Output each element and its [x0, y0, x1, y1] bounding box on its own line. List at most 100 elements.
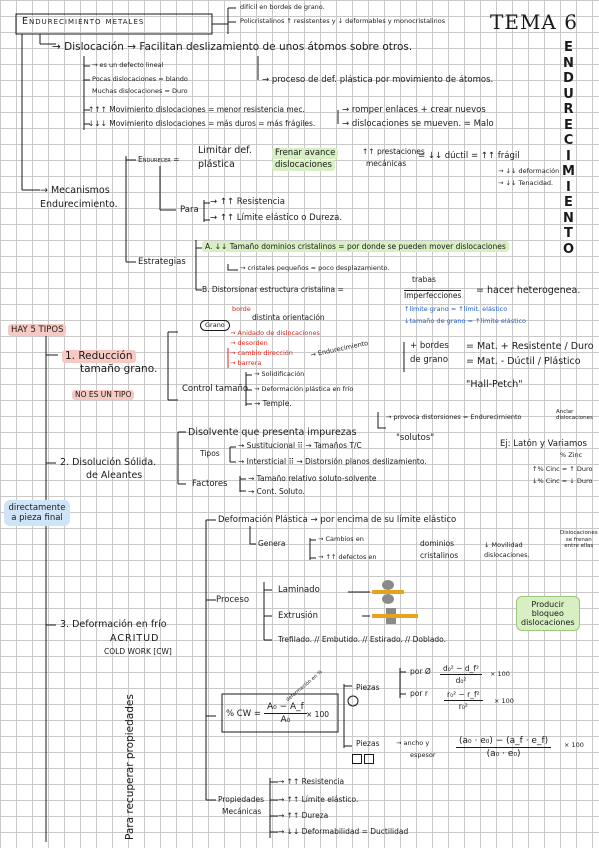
disloc-right-1: → romper enlaces + crear nuevos	[342, 105, 486, 115]
vertical-title-letter: I	[566, 179, 571, 195]
disloc-arrow	[39, 34, 56, 45]
disl-frenan-3: entre ellas	[564, 543, 594, 549]
estrategia-b: B. Distorsionar estructura cristalina =	[202, 285, 344, 294]
dislocacion-head: → Dislocación → Facilitan deslizamiento …	[52, 41, 413, 53]
vertical-title-letter: T	[564, 226, 573, 241]
para-lim: → ↑↑ Límite elástico o Dureza.	[210, 213, 343, 223]
tipo2-label-1: 2. Disolución Sólida.	[60, 457, 157, 468]
para-sub	[203, 200, 210, 222]
estrategias-a-sub	[227, 264, 238, 271]
top-note-1: difícil en bordes de grano.	[240, 3, 325, 11]
estrategias-label: Estrategias	[138, 257, 186, 267]
zinc-up: ↑% Cinc = ↑ Duro	[532, 465, 593, 473]
circle-shape	[347, 695, 359, 707]
estrategia-a-text: A. ↓↓ Tamaño dominios cristalinos = por …	[202, 241, 509, 252]
tipo2-bracket	[177, 431, 186, 485]
title-branch	[212, 7, 236, 34]
laminado-illustration	[372, 580, 404, 604]
endurecer-label: Endurecer =	[138, 155, 180, 164]
frenar-1: Frenar avance	[272, 148, 339, 159]
vertical-title-letter: N	[563, 55, 574, 71]
vertical-title-letter: C	[563, 133, 574, 148]
tipo3-label: 3. Deformación en frío	[60, 619, 167, 630]
provoca-branch	[377, 412, 386, 429]
tipo1-label-1: 1. Reducción	[62, 350, 136, 363]
factor-2: → Cont. Soluto.	[248, 487, 305, 496]
laminado: Laminado	[278, 585, 320, 595]
fraction-r-num: r₀² − r_f²	[444, 690, 483, 701]
square-shape-2	[364, 754, 374, 764]
control-1: → Solidificación	[254, 370, 305, 378]
zinc: % Zinc	[560, 451, 583, 459]
fraction-big-num: (a₀ · e₀) − (a_f · e_f)	[456, 736, 552, 748]
x100-d: × 100	[490, 670, 510, 678]
genera-cambios: → Cambios en	[318, 535, 364, 543]
ej-laton: Ej: Latón y Variamos	[500, 439, 587, 449]
borde-label: borde	[232, 305, 251, 313]
estrategias-branch	[195, 240, 202, 291]
tema-heading: TEMA 6	[490, 10, 578, 34]
hay-5-tipos-text: HAY 5 TIPOS	[8, 324, 67, 336]
propiedades-1: Propiedades	[218, 795, 264, 804]
trabas: trabas	[412, 275, 436, 284]
laminado-bar	[372, 590, 404, 594]
piezas2-label: Piezas	[356, 739, 380, 748]
zinc-down: ↓% Cinc = ↓ Duro	[532, 477, 593, 485]
vertical-title-letter: O	[562, 241, 574, 257]
extrusion: Extrusión	[278, 611, 318, 621]
genera-bracket	[309, 538, 316, 560]
bordes-1: + bordes	[410, 341, 449, 351]
disloc-proceso: → proceso de def. plástica por movimient…	[262, 75, 494, 85]
red-item-2: → desorden	[230, 339, 268, 347]
factor-1: → Tamaño relativo soluto-solvente	[248, 474, 377, 483]
ancho-2: espesor	[410, 751, 436, 759]
vertical-title-letter: N	[563, 210, 574, 226]
frenar-2: dislocaciones	[272, 160, 335, 171]
fraction-r-den: r₀²	[458, 702, 468, 711]
distinta-orientacion: distinta orientación	[252, 313, 325, 322]
tipo3-bracket	[205, 519, 216, 801]
disloc-note-2: Pocas dislocaciones = blando	[92, 75, 188, 83]
prop-2: → ↑↑ Límite elástico.	[278, 795, 359, 804]
disloc-note-3: Muchas dislocaciones = Duro	[92, 87, 188, 95]
producir-note: Producir bloqueo dislocaciones	[516, 596, 580, 631]
pcw-x100: × 100	[306, 710, 329, 719]
mat-1: = Mat. + Resistente / Duro	[466, 341, 594, 352]
grano-label: Grano	[200, 320, 230, 331]
roller-bottom	[382, 594, 394, 604]
vertical-title-letter: E	[564, 195, 573, 210]
producir-2: bloqueo	[531, 609, 564, 618]
trefilado: Trefilado. // Embutido. // Estirado. // …	[278, 635, 447, 644]
mat-2: = Mat. - Dúctil / Plástico	[466, 356, 581, 367]
vertical-title-letter: I	[566, 148, 571, 164]
square-shape-1	[352, 754, 362, 764]
bordes-2: de grano	[410, 355, 449, 365]
hall-petch: "Hall-Petch"	[466, 379, 523, 390]
disloc-right-2: → dislocaciones se mueven. = Malo	[342, 119, 494, 129]
limitar-1: Limitar def.	[198, 145, 252, 156]
x100-big: × 100	[564, 741, 584, 749]
genera-defectos: → ↑↑ defectos en	[318, 553, 377, 561]
genera-line	[249, 526, 256, 545]
prest-2: mecánicas	[366, 159, 407, 168]
disloc-mov-2: ↓↓↓ Movimiento dislocaciones = más duros…	[88, 119, 316, 128]
proceso-arrows	[348, 591, 370, 617]
acritud: ACRITUD	[110, 633, 160, 644]
fraction-d-den: d₀²	[455, 676, 467, 685]
mec-def: → ↓↓ deformación	[498, 167, 560, 175]
blue-note-2: ↓tamaño de grano = ↑límite elástico	[404, 317, 526, 325]
title-text: Endurecimiento metales	[22, 16, 145, 27]
proceso-label: Proceso	[216, 595, 250, 605]
vertical-title-letter: M	[562, 164, 575, 179]
red-item-1: → Anidado de dislocaciones	[230, 329, 320, 337]
hay-5-tipos: HAY 5 TIPOS	[8, 324, 67, 336]
propiedades-2: Mecánicas	[222, 807, 262, 816]
mecanismos-label-2: Endurecimiento.	[40, 199, 118, 210]
pcw-fraction: A₀ − A_f A₀	[264, 702, 307, 725]
no-es-un-tipo: NO ES UN TIPO	[72, 390, 135, 400]
vertical-title-letter: U	[563, 86, 574, 102]
dominios-2: cristalinos	[420, 551, 459, 560]
extrusion-bar	[372, 614, 418, 618]
propiedades-bracket	[269, 778, 278, 838]
